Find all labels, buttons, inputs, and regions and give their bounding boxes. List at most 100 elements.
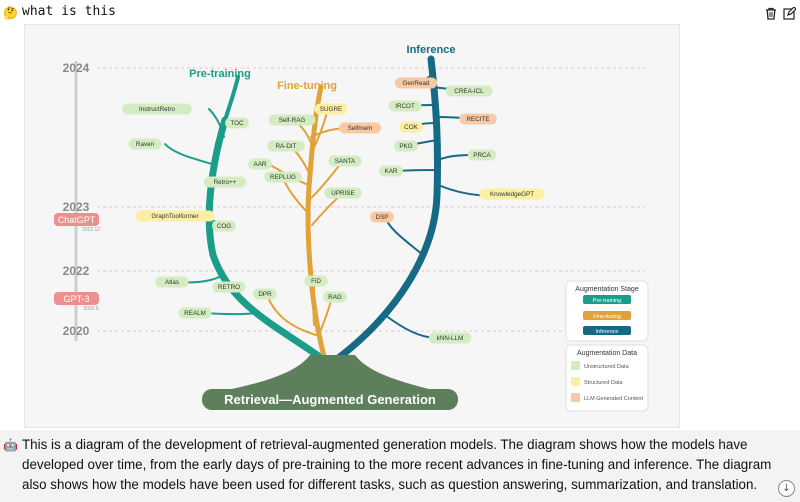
model-node-label: GenRead: [403, 80, 430, 87]
tree-trunk: [203, 355, 455, 395]
model-node-label: DSP: [376, 214, 389, 221]
finetuning-branch: [266, 84, 351, 363]
model-node-pill: [445, 85, 493, 97]
year-guides: [97, 67, 645, 332]
model-node-pill: [324, 187, 362, 199]
model-node-pill: [135, 210, 215, 222]
model-node-label: FiD: [311, 278, 321, 285]
model-node-label: KnowledgeGPT: [490, 191, 534, 198]
model-node-pill: [479, 188, 545, 200]
model-node-pill: [264, 171, 302, 183]
model-node-label: TOC: [230, 120, 244, 127]
model-node-pill: [178, 307, 212, 319]
message-toolbar: [764, 6, 796, 20]
model-node-pill: [379, 165, 403, 177]
legend-data-item: Unstructured Data: [584, 364, 630, 370]
model-node-label: GraphToolformer: [151, 213, 198, 220]
model-node-pill: [428, 332, 472, 344]
year-label: 2024: [63, 61, 90, 75]
legend-data-title: Augmentation Data: [577, 350, 637, 357]
figure-title: Retrieval—Augmented Generation: [224, 392, 436, 407]
model-node-pill: [155, 276, 189, 288]
model-node-label: REPLUG: [270, 174, 296, 181]
legend-stage-title: Augmentation Stage: [575, 286, 639, 293]
model-node-pill: [338, 122, 382, 134]
model-node-label: COG: [217, 223, 231, 230]
model-node-label: COK: [404, 124, 418, 131]
assistant-message-row: 🤖 This is a diagram of the development o…: [0, 430, 800, 502]
model-node-pill: [212, 220, 236, 232]
model-node-label: SUGRE: [320, 106, 342, 113]
rag-tree-figure: 2024 2023 ChatGPT 2022.12 2022 GPT-3 202…: [24, 24, 680, 428]
legend-data-item: LLM Generated Content: [584, 396, 643, 402]
model-node-pill: [467, 149, 497, 161]
assistant-avatar: 🤖: [3, 438, 18, 452]
model-node-pill: [268, 114, 316, 126]
scroll-down-icon[interactable]: ↓: [778, 480, 795, 497]
user-message-text: what is this: [22, 4, 116, 19]
model-node-pill: [128, 138, 162, 150]
model-node-pill: [323, 291, 347, 303]
model-node-pill: [212, 281, 246, 293]
user-message-row: 🤔 what is this 2024 2023 ChatGPT 2022.12…: [3, 4, 796, 428]
model-node-label: RAG: [328, 294, 342, 301]
year-label: 2022: [63, 264, 90, 278]
model-node-label: Selfmem: [348, 125, 373, 132]
model-node-label: Retro++: [214, 179, 237, 186]
milestone-label: ChatGPT: [58, 215, 96, 225]
branch-title-pretraining: Pre-training: [189, 68, 251, 80]
model-node-label: RECITE: [466, 116, 489, 123]
gpt3-milestone-badge: [54, 292, 99, 305]
branch-title-finetuning: Fine-tuning: [277, 80, 337, 92]
model-node-label: PKG: [399, 143, 412, 150]
model-node-label: RA-DIT: [276, 143, 297, 150]
model-node-label: Atlas: [165, 279, 179, 286]
model-node-label: DPR: [258, 291, 272, 298]
model-node-pill: [304, 275, 328, 287]
model-node-pill: [328, 155, 362, 167]
model-node-label: UPRISE: [331, 190, 354, 197]
assistant-message-text: This is a diagram of the development of …: [22, 437, 772, 492]
legend-data-item: Structured Data: [584, 380, 623, 386]
model-node-pill: [394, 77, 438, 89]
model-node-label: Raven: [136, 141, 155, 148]
model-node-label: InstructRetro: [139, 106, 176, 113]
title-banner: [202, 389, 458, 410]
model-node-label: IRCOT: [395, 103, 415, 110]
trash-icon[interactable]: [764, 6, 778, 20]
model-node-label: KAR: [385, 168, 398, 175]
legend-augmentation-data: Augmentation Data Unstructured Data Stru…: [565, 344, 649, 412]
legend-stage-item: Inference: [596, 329, 619, 335]
model-node-label: SANTA: [335, 158, 356, 165]
model-node-pill: [394, 140, 418, 152]
model-node-pill: [370, 211, 394, 223]
inference-branch: [333, 55, 516, 363]
chatgpt-milestone-badge: [54, 213, 99, 226]
year-label: 2020: [63, 324, 90, 338]
rag-tree-diagram: 2024 2023 ChatGPT 2022.12 2022 GPT-3 202…: [54, 44, 649, 412]
edit-icon[interactable]: [782, 6, 796, 20]
model-node-pill: [253, 288, 277, 300]
model-node-label: PRCA: [473, 152, 491, 159]
model-node-pill: [203, 176, 247, 188]
model-node-label: Self-RAG: [279, 117, 306, 124]
legend-stage-item: Pre-training: [593, 298, 621, 304]
model-node-pill: [267, 140, 305, 152]
model-node-pill: [399, 121, 423, 133]
branch-title-inference: Inference: [407, 44, 456, 56]
milestone-date: 2022.12: [82, 227, 100, 233]
model-node-label: RETRO: [218, 284, 240, 291]
model-node-pill: [459, 113, 497, 125]
model-node-pill: [225, 117, 249, 129]
legend-stage-item: Fine-tuning: [593, 314, 621, 320]
model-node-pill: [314, 103, 348, 115]
model-node-label: AAR: [254, 161, 267, 168]
legend-augmentation-stage: Augmentation Stage Pre-training Fine-tun…: [565, 280, 649, 342]
user-avatar: 🤔: [3, 6, 18, 20]
milestone-label: GPT-3: [63, 294, 89, 304]
model-node-label: kNN-LLM: [437, 335, 464, 342]
milestone-date: 2020.6: [83, 306, 99, 312]
model-node-label: CREA-ICL: [454, 88, 484, 95]
model-node-pill: [388, 100, 422, 112]
